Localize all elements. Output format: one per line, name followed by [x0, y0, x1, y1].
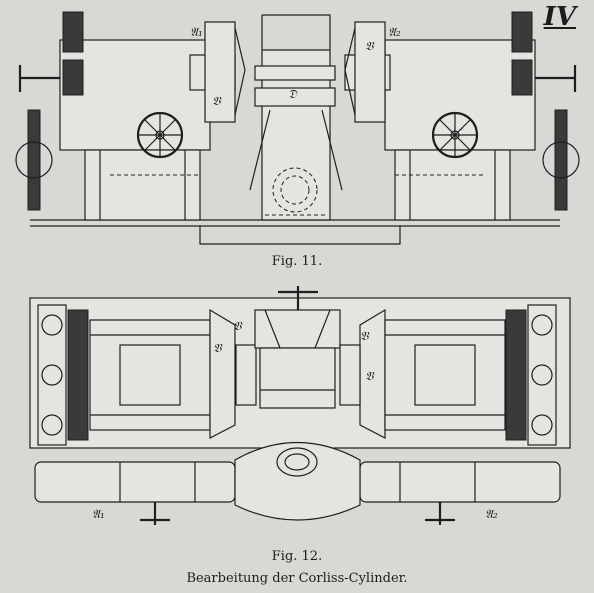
fig11-label-c-left: 𝔙 [212, 94, 222, 108]
plate-title: Bearbeitung der Corliss-Cylinder. [186, 571, 408, 586]
fig12-label-c-left-bottom: 𝔙 [213, 341, 223, 355]
fig12-label-r1: 𝔄₁ [92, 507, 105, 521]
plate-number: IV [543, 2, 576, 32]
figure-12-caption: Fig. 12. [271, 549, 323, 564]
fig11-label-r2: 𝔄₂ [388, 25, 401, 39]
fig12-label-c-right-top: 𝔙 [360, 329, 370, 343]
fig12-label-c-left-top: 𝔙 [233, 319, 243, 333]
fig11-label-r1: 𝔄₁ [190, 25, 203, 39]
figure-11-drawing: 𝔄₁ 𝔙 𝔇 𝔙 𝔄₂ [15, 11, 580, 245]
fig11-label-center: 𝔇 [288, 87, 298, 101]
fig12-label-c-right-bottom: 𝔙 [365, 369, 375, 383]
fig12-label-r2: 𝔄₂ [485, 507, 498, 521]
fig11-label-c-right: 𝔙 [365, 39, 375, 53]
figure-12-drawing: 𝔙 𝔙 𝔙 𝔙 𝔄₁ 𝔄₂ [29, 286, 571, 525]
figure-11-caption: Fig. 11. [271, 254, 323, 269]
